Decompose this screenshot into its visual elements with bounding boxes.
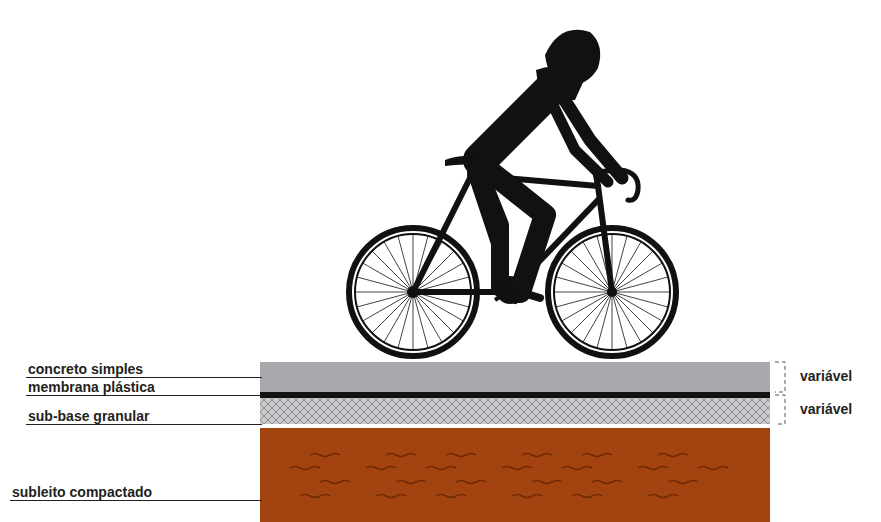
compacted-subgrade — [260, 428, 770, 522]
cyclist-silhouette — [349, 30, 676, 356]
thickness-label: variável — [800, 401, 852, 417]
layer-label: membrana plástica — [28, 379, 155, 395]
dimension-brackets — [775, 362, 785, 424]
plastic-membrane — [260, 392, 770, 398]
layer-label: concreto simples — [28, 361, 143, 377]
soil-texture — [290, 454, 728, 498]
granular-subbase — [260, 398, 770, 424]
leader-lines — [10, 378, 262, 501]
thickness-label: variável — [800, 368, 852, 384]
layer-label: sub-base granular — [28, 408, 149, 424]
layer-label: subleito compactado — [12, 484, 152, 500]
concrete-layer — [260, 362, 770, 392]
